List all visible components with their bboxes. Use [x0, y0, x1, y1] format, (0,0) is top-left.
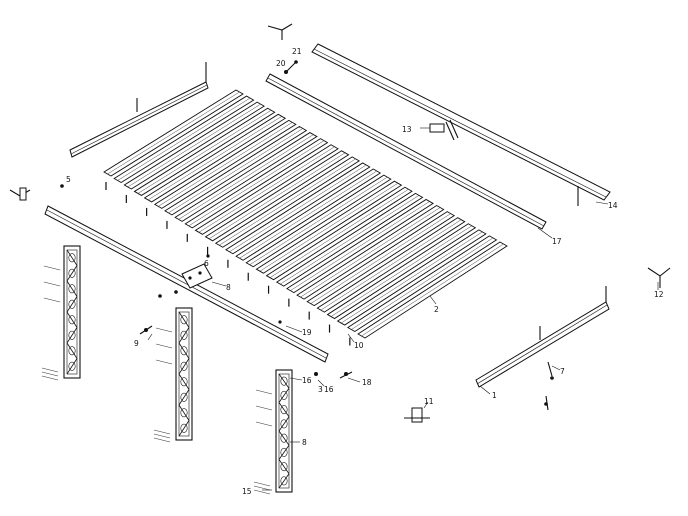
- roof-panel-crease: [259, 182, 399, 272]
- roof-panel-crease: [351, 237, 494, 330]
- roof-panel-crease: [361, 243, 504, 337]
- callout-5: 5: [66, 175, 71, 184]
- hardware: [9, 23, 671, 423]
- roof-panel-crease: [330, 225, 472, 317]
- roof-panel-crease: [107, 91, 240, 175]
- callout-9: 9: [134, 339, 139, 348]
- callout-16: 16: [324, 385, 334, 394]
- roof-panel-crease: [280, 195, 420, 285]
- left-rear-beam: [69, 62, 209, 158]
- callout-21: 21: [292, 47, 302, 56]
- rear-header-part-17: [265, 73, 547, 230]
- callout-3: 3: [318, 385, 323, 394]
- callout-19: 19: [302, 328, 312, 337]
- roof-panel-crease: [148, 116, 282, 201]
- callout-12: 12: [654, 290, 664, 299]
- front-eave-beam: [44, 205, 329, 363]
- roof-panel-crease: [341, 231, 483, 324]
- callout-8a: 8: [226, 283, 231, 292]
- callout-16b: 16: [302, 376, 312, 385]
- callout-7: 7: [560, 367, 565, 376]
- roof-panel-crease: [117, 97, 251, 181]
- roof-panel-crease: [310, 213, 451, 304]
- roof-panel-crease: [249, 176, 388, 265]
- roof-panel-crease: [178, 134, 314, 220]
- callout-1: 1: [492, 391, 497, 400]
- roof-panel-crease: [127, 103, 261, 188]
- roof-panel-crease: [219, 158, 356, 246]
- roof-panel-crease: [208, 152, 346, 240]
- roof-panel-crease: [320, 219, 462, 311]
- front-beam-part-1: [475, 286, 610, 388]
- roof-panel-crease: [198, 146, 335, 233]
- roof-panel-crease: [239, 170, 377, 259]
- callout-labels: 1 2 3 5 6 7 8 8 9 10 11 12 13 14 15 16 1…: [66, 47, 664, 496]
- support-post: [253, 369, 293, 495]
- callout-6: 6: [204, 259, 209, 268]
- callout-2: 2: [434, 305, 439, 314]
- roof-panel-crease: [290, 201, 430, 291]
- callout-8b: 8: [302, 438, 307, 447]
- callout-15: 15: [242, 487, 252, 496]
- callout-10: 10: [354, 341, 364, 350]
- callout-18: 18: [362, 378, 372, 387]
- roof-panel-crease: [188, 140, 325, 227]
- callout-20: 20: [276, 59, 286, 68]
- support-post: [41, 245, 81, 381]
- support-posts: [41, 245, 293, 495]
- roof-panel-crease: [229, 164, 367, 252]
- support-post: [153, 307, 193, 443]
- rear-beam-part-14: [311, 43, 611, 206]
- roof-panel-crease: [137, 110, 272, 194]
- roof-panel-crease: [158, 122, 293, 207]
- roof-panel-crease: [269, 189, 409, 278]
- roof-panel-crease: [168, 128, 303, 214]
- callout-11: 11: [424, 397, 434, 406]
- callout-17: 17: [552, 237, 562, 246]
- callout-13: 13: [402, 125, 412, 134]
- center-connector-plate: [181, 263, 213, 289]
- callout-14: 14: [608, 201, 618, 210]
- corrugated-roof-panels: [103, 89, 508, 346]
- leader-lines: [147, 127, 659, 491]
- roof-panel-crease: [300, 207, 441, 298]
